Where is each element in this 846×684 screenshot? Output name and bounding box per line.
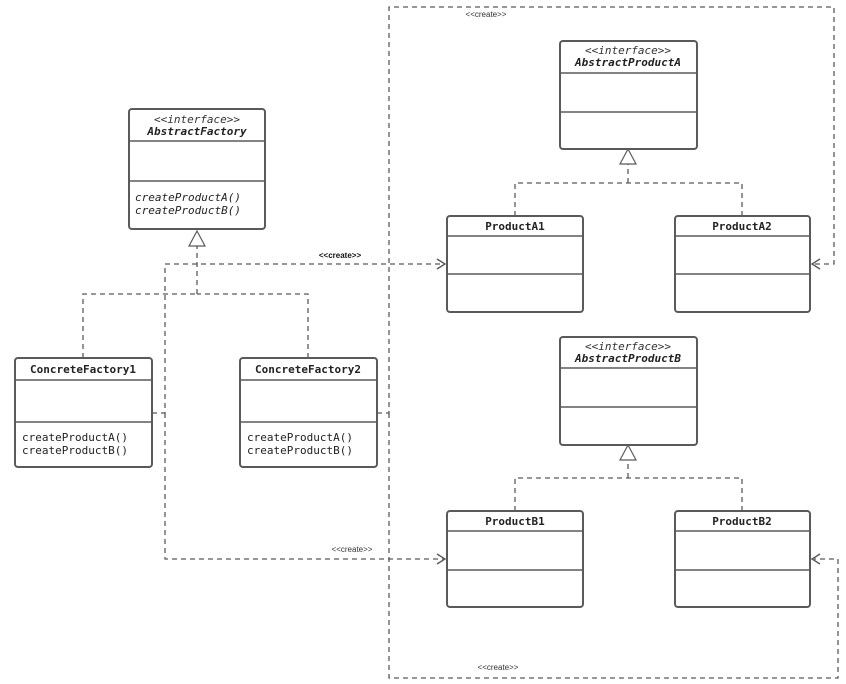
class-box-concrete-factory-1[interactable]: ConcreteFactory1 createProductA() create… — [14, 357, 153, 468]
class-name: ProductA2 — [712, 220, 772, 233]
create-label-bottom: <<create>> — [478, 663, 519, 672]
class-name: AbstractProductA — [574, 56, 681, 69]
class-stereotype: <<interface>> — [585, 44, 671, 57]
class-name: ProductB2 — [712, 515, 772, 528]
realization-producta1-line — [514, 182, 743, 216]
class-box-abstract-product-b[interactable]: <<interface>> AbstractProductB — [559, 336, 698, 446]
class-box-product-a1[interactable]: ProductA1 — [446, 215, 584, 313]
class-box-abstract-product-a[interactable]: <<interface>> AbstractProductA — [559, 40, 698, 150]
class-name: AbstractFactory — [146, 125, 247, 138]
create-label-top: <<create>> — [466, 10, 507, 19]
class-box-product-b2[interactable]: ProductB2 — [674, 510, 811, 608]
create-factory1-productb1-arrowhead — [436, 553, 447, 565]
create-factory2-productb2-arrowhead — [810, 553, 821, 565]
method-create-product-a: createProductA() — [135, 191, 241, 204]
method-create-product-a: createProductA() — [247, 431, 353, 444]
method-create-product-a: createProductA() — [22, 431, 128, 444]
method-create-product-b: createProductB() — [135, 204, 241, 217]
class-name: ConcreteFactory1 — [30, 363, 136, 376]
create-factory1-producta1-line — [152, 263, 444, 414]
method-create-product-b: createProductB() — [22, 444, 128, 457]
create-factory2-productb2-line — [388, 413, 839, 679]
class-box-concrete-factory-2[interactable]: ConcreteFactory2 createProductA() create… — [239, 357, 378, 468]
realization-concretefactory2-line — [197, 293, 309, 358]
class-name: ProductA1 — [485, 220, 545, 233]
realization-concretefactory1-line — [82, 293, 197, 358]
class-stereotype: <<interface>> — [585, 340, 671, 353]
class-stereotype: <<interface>> — [154, 113, 240, 126]
class-name: AbstractProductB — [574, 352, 681, 365]
create-factory2-producta2-arrowhead — [810, 258, 821, 270]
create-factory1-producta1-arrowhead — [436, 258, 447, 270]
class-box-abstract-factory[interactable]: <<interface>> AbstractFactory createProd… — [128, 108, 266, 230]
realization-arrowhead-abstractfactory — [188, 229, 206, 247]
realization-arrowhead-abstractproducta — [619, 147, 637, 165]
class-box-product-a2[interactable]: ProductA2 — [674, 215, 811, 313]
create-factory2-producta2-line — [377, 6, 835, 414]
realization-productb1-line — [514, 477, 743, 511]
method-create-product-b: createProductB() — [247, 444, 353, 457]
create-label-productb1: <<create>> — [332, 545, 373, 554]
class-box-product-b1[interactable]: ProductB1 — [446, 510, 584, 608]
class-name: ProductB1 — [485, 515, 545, 528]
realization-arrowhead-abstractproductb — [619, 443, 637, 461]
create-label-producta1: <<create>> — [319, 251, 362, 260]
class-name: ConcreteFactory2 — [255, 363, 361, 376]
create-factory1-productb1-line — [164, 413, 444, 560]
